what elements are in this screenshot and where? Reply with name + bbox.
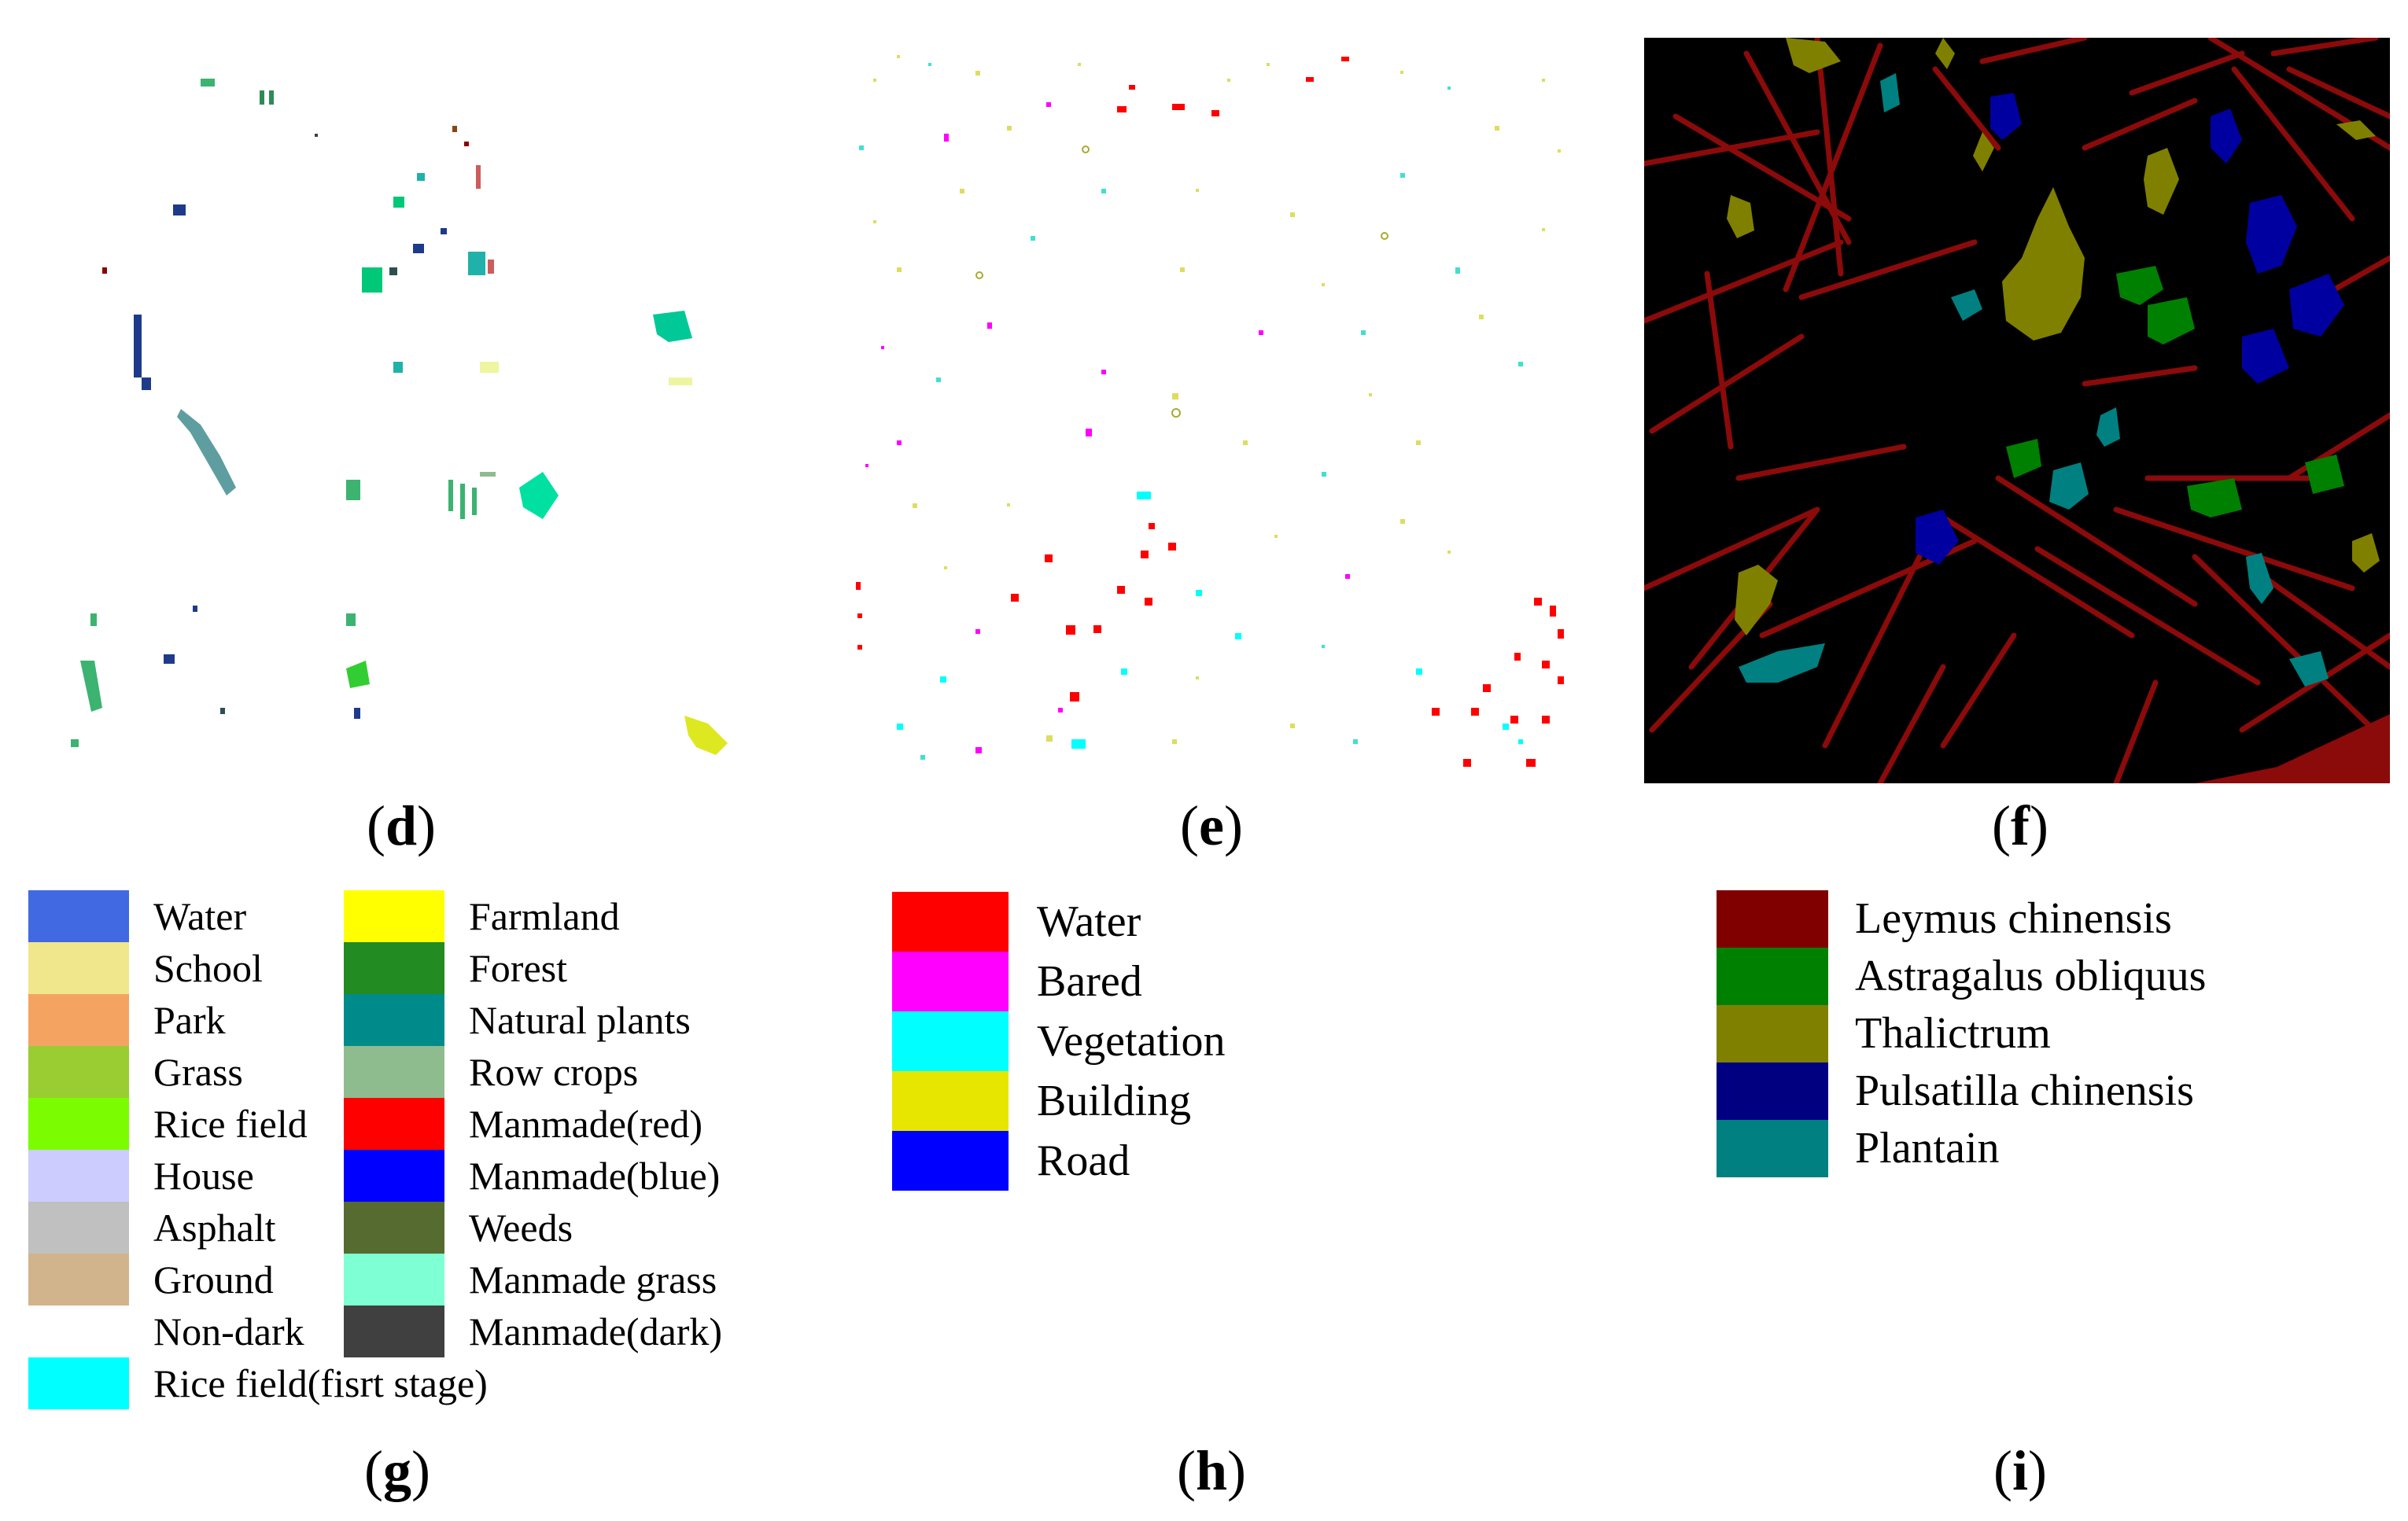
legend-swatch bbox=[344, 1098, 444, 1150]
classification-map-e bbox=[850, 31, 1573, 779]
legend-label: Row crops bbox=[469, 1050, 639, 1094]
legend-swatch bbox=[1717, 890, 1828, 948]
legend-swatch bbox=[344, 994, 444, 1046]
legend-swatch bbox=[344, 890, 444, 942]
legend-label: Ground bbox=[153, 1258, 274, 1302]
legend-swatch bbox=[28, 942, 129, 994]
legend-swatch bbox=[344, 1150, 444, 1202]
legend-label: Water bbox=[1037, 897, 1141, 946]
legend-swatch bbox=[892, 952, 1009, 1011]
legend-swatch bbox=[28, 994, 129, 1046]
legend-label: Weeds bbox=[469, 1206, 573, 1250]
legend-label: Manmade grass bbox=[469, 1258, 717, 1302]
legend-label: Leymus chinensis bbox=[1855, 894, 2172, 943]
legend-swatch bbox=[892, 1071, 1009, 1131]
legend-label: Manmade(blue) bbox=[469, 1154, 721, 1198]
legend-swatch bbox=[892, 1131, 1009, 1191]
legend-swatch bbox=[344, 942, 444, 994]
legend-label: Road bbox=[1037, 1136, 1130, 1185]
legend-label: Grass bbox=[153, 1050, 243, 1094]
leymus-strokes bbox=[1644, 38, 2390, 783]
legend-swatch bbox=[28, 1357, 129, 1409]
caption-f: (f) bbox=[1992, 794, 2048, 857]
legend-swatch bbox=[28, 1098, 129, 1150]
legend-swatch bbox=[1717, 1120, 1828, 1177]
legend-swatch bbox=[1717, 1005, 1828, 1062]
legend-label: Rice field(fisrt stage) bbox=[153, 1361, 488, 1405]
legend-label: Pulsatilla chinensis bbox=[1855, 1066, 2194, 1115]
legend-label: School bbox=[153, 946, 263, 990]
caption-g: (g) bbox=[364, 1439, 430, 1502]
legend-swatch bbox=[28, 890, 129, 942]
legend-swatch bbox=[344, 1046, 444, 1098]
legend-label: Natural plants bbox=[469, 998, 691, 1042]
legend-swatch bbox=[28, 1150, 129, 1202]
legend-label: Asphalt bbox=[153, 1206, 276, 1250]
legend-swatch bbox=[28, 1306, 129, 1357]
caption-h: (h) bbox=[1176, 1439, 1246, 1502]
map-f-image bbox=[1644, 38, 2390, 783]
legend-label: House bbox=[153, 1154, 254, 1198]
legend-swatch bbox=[28, 1202, 129, 1254]
legend-swatch bbox=[28, 1046, 129, 1098]
legend-label: Bared bbox=[1037, 957, 1142, 1006]
legend-label: Manmade(dark) bbox=[469, 1309, 723, 1353]
legend-label: Plantain bbox=[1855, 1124, 2000, 1173]
legend-swatch bbox=[28, 1254, 129, 1306]
legend-swatch bbox=[344, 1306, 444, 1357]
legend-swatch bbox=[344, 1202, 444, 1254]
legend-label: Manmade(red) bbox=[469, 1102, 703, 1146]
legend-label: Rice field bbox=[153, 1102, 308, 1146]
legend-swatch bbox=[344, 1254, 444, 1306]
legend-swatch bbox=[892, 892, 1009, 952]
legend-swatch bbox=[892, 1011, 1009, 1071]
legend-swatch bbox=[1717, 1062, 1828, 1120]
legend-label: Thalictrum bbox=[1855, 1009, 2051, 1058]
classification-map-d bbox=[24, 31, 763, 779]
caption-e: (e) bbox=[1180, 794, 1243, 857]
sample-points bbox=[856, 55, 1564, 767]
classification-map-f bbox=[1644, 38, 2390, 783]
caption-i: (i) bbox=[1993, 1439, 2047, 1502]
legend-label: Building bbox=[1037, 1077, 1192, 1125]
caption-d: (d) bbox=[366, 794, 436, 857]
legend-label: Park bbox=[153, 998, 226, 1042]
legend-swatch bbox=[1717, 948, 1828, 1005]
legend-label: Farmland bbox=[469, 894, 620, 938]
legend-label: Non-dark bbox=[153, 1309, 304, 1353]
legend-label: Water bbox=[153, 894, 247, 938]
legend-label: Astragalus obliquus bbox=[1855, 952, 2207, 1000]
legend-label: Vegetation bbox=[1037, 1017, 1226, 1066]
map-d-image bbox=[24, 31, 763, 779]
legend-label: Forest bbox=[469, 946, 567, 990]
map-e-image bbox=[850, 31, 1573, 779]
